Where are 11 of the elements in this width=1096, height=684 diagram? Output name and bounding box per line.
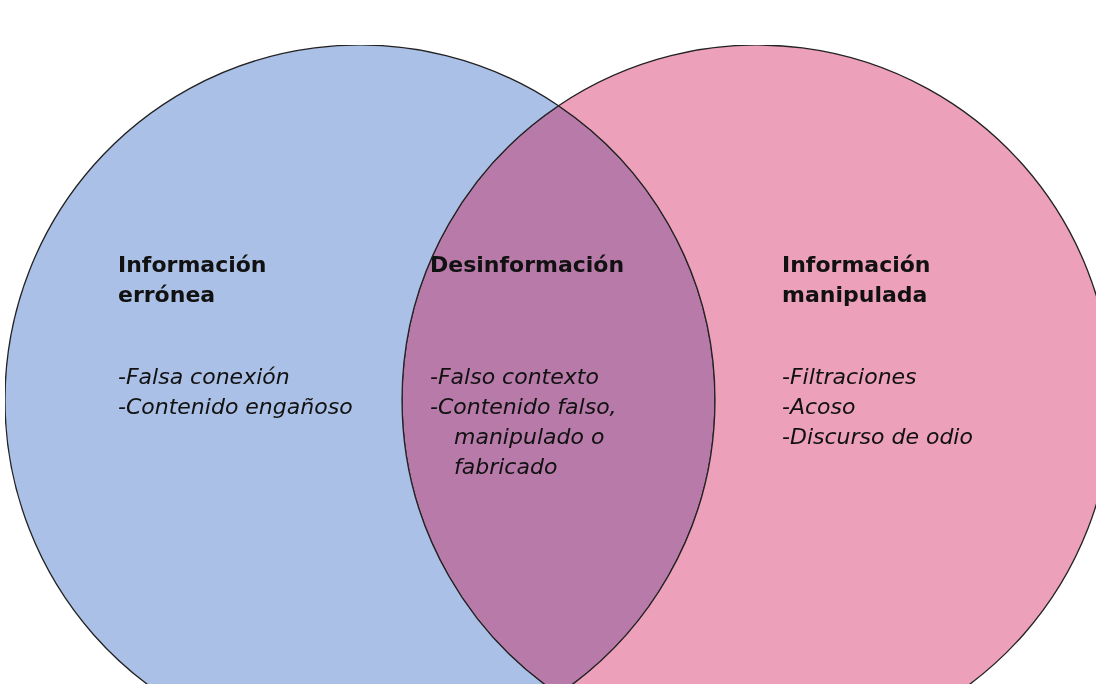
list-item: -Discurso de odio xyxy=(782,423,974,451)
list-item: -Contenido engañoso xyxy=(118,393,354,421)
list-item: -Contenido falso, manipulado o fabricado xyxy=(430,393,618,481)
list-item: -Acoso xyxy=(782,393,857,421)
region-heading: Información manipulada xyxy=(782,251,932,309)
region-heading: Desinformación xyxy=(430,251,626,279)
overlap-region xyxy=(402,105,715,684)
list-item: -Filtraciones xyxy=(782,363,918,391)
list-item: -Falso contexto xyxy=(430,363,600,391)
region-heading: Información errónea xyxy=(118,251,268,309)
list-item: -Falsa conexión xyxy=(118,363,291,391)
